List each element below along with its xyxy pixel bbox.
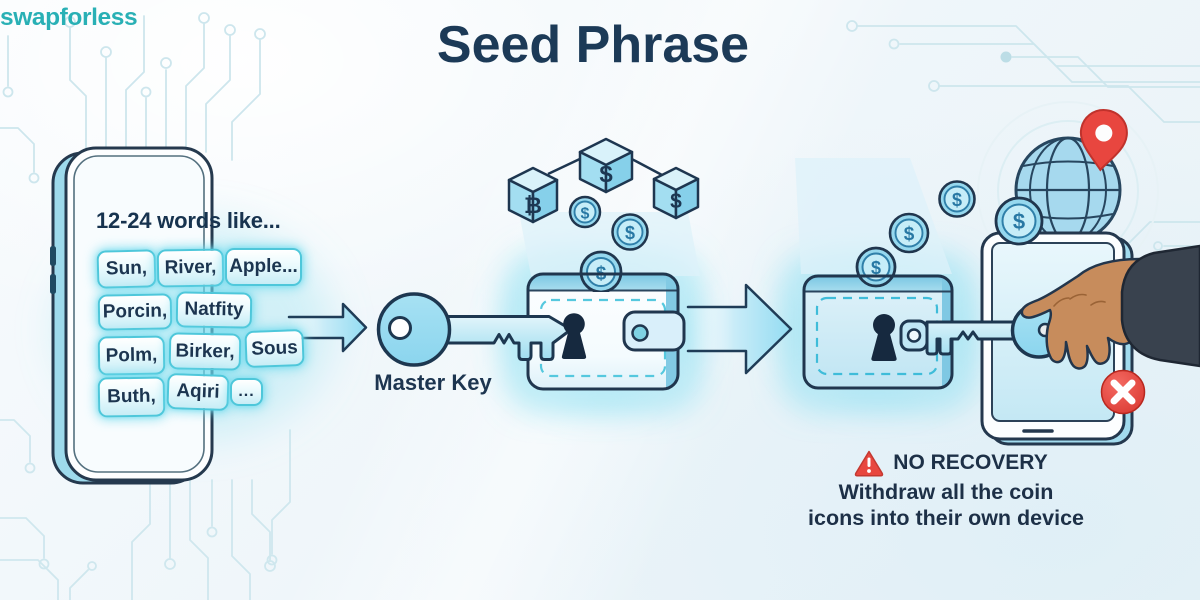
hand-holding-key bbox=[1020, 244, 1200, 370]
phone-volume-button bbox=[50, 246, 56, 266]
warning-triangle-icon bbox=[855, 450, 884, 477]
warning-title: NO RECOVERY bbox=[893, 451, 1048, 474]
error-x-badge bbox=[1100, 369, 1146, 415]
dollar-symbol: $ bbox=[670, 190, 682, 213]
phone-volume-button bbox=[50, 274, 56, 294]
circuit-pattern-top-right bbox=[846, 20, 1200, 256]
wallet-strap bbox=[622, 310, 686, 352]
wallet-2: $ bbox=[802, 246, 954, 390]
flow-arrow-1 bbox=[287, 302, 368, 353]
dollar-symbol: $ bbox=[1013, 209, 1025, 234]
blockchain-cubes: ₿ $ $ bbox=[507, 137, 700, 224]
dollar-cube: $ bbox=[652, 166, 700, 220]
coin-icon: $ bbox=[888, 212, 930, 254]
dollar-symbol: $ bbox=[871, 258, 881, 278]
coin-icon: $ bbox=[568, 195, 602, 229]
hand bbox=[1020, 257, 1142, 370]
coin-icon: $ bbox=[994, 196, 1044, 246]
seed-word-chip: Natfity bbox=[175, 291, 253, 329]
master-key bbox=[376, 292, 573, 367]
light-beam-wallet1 bbox=[519, 212, 700, 276]
dollar-symbol: $ bbox=[625, 223, 635, 243]
seed-word-chip: Porcin, bbox=[97, 293, 173, 331]
seed-word-chip: Buth, bbox=[97, 376, 166, 418]
flow-arrow-2 bbox=[686, 283, 793, 375]
warning-line-1: Withdraw all the coin bbox=[838, 480, 1054, 504]
circuit-pattern-top-left bbox=[0, 12, 266, 184]
dollar-symbol: $ bbox=[952, 190, 962, 210]
key-bow bbox=[376, 292, 452, 367]
dollar-symbol: $ bbox=[904, 224, 915, 245]
seed-word-chip: Sous bbox=[244, 328, 305, 369]
coin-in-slot: $ bbox=[579, 250, 623, 292]
seed-word-chip: Aqiri bbox=[166, 372, 230, 412]
knuckle-creases bbox=[1053, 293, 1106, 307]
coin-in-slot: $ bbox=[855, 246, 897, 288]
key-shaft bbox=[438, 315, 573, 361]
dollar-cube: $ bbox=[578, 137, 634, 194]
key-bow-hole bbox=[388, 316, 412, 340]
wallet-stitching bbox=[815, 296, 939, 376]
dollar-symbol: $ bbox=[581, 206, 590, 223]
seed-words-heading: 12-24 words like... bbox=[96, 208, 281, 233]
master-key-label: Master Key bbox=[374, 370, 492, 395]
key-shaft bbox=[925, 320, 1018, 356]
warning-line-2: icons into their own device bbox=[808, 506, 1084, 530]
seed-word-chip: River, bbox=[156, 248, 225, 288]
sleeve bbox=[1120, 244, 1200, 368]
bitcoin-symbol: ₿ bbox=[524, 193, 542, 218]
page-title: Seed Phrase bbox=[436, 16, 750, 74]
seed-word-chip: Sun, bbox=[96, 249, 157, 289]
keyhole-icon bbox=[871, 314, 897, 361]
dollar-symbol: $ bbox=[599, 161, 613, 188]
seed-word-chip: ... bbox=[230, 378, 263, 406]
bitcoin-cube: ₿ bbox=[507, 166, 559, 224]
circuit-pattern-bottom-left bbox=[0, 419, 291, 600]
brand-logo: swapforless bbox=[0, 4, 138, 31]
seed-word-chip: Apple... bbox=[225, 248, 302, 286]
seed-word-chip: Birker, bbox=[168, 332, 242, 371]
coin-icon: $ bbox=[611, 213, 649, 251]
coin-icon: $ bbox=[938, 180, 976, 218]
x-icon bbox=[1110, 379, 1136, 405]
no-recovery-warning: NO RECOVERY Withdraw all the coin icons … bbox=[776, 449, 1116, 531]
location-pin-icon bbox=[1080, 109, 1128, 172]
seed-word-chip: Polm, bbox=[97, 335, 166, 376]
keyhole-icon bbox=[561, 313, 587, 359]
